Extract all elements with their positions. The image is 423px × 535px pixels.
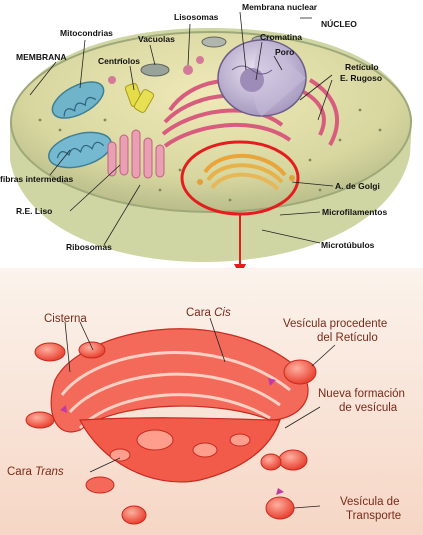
label-vacuolas: Vacuolas [138,34,175,44]
rough-er-shapes [161,78,340,148]
nucleus-shape [217,39,307,117]
label-cara-cis: Cara Cis [186,307,231,319]
label-microfilamentos: Microfilamentos [322,207,387,217]
golgi-vesicles [25,341,317,525]
label-vesicula-transporte-line1: Vesícula de [340,496,399,508]
label-ribosomas: Ribosomas [66,242,112,252]
label-reticulo: Retículo [345,62,379,72]
golgi-leader-lines [64,317,336,509]
ribosome-dots [38,58,382,202]
cell-leader-lines [29,11,334,246]
label-nueva-formacion-line2: de vesícula [339,402,398,414]
label-vesicula-reticulo-line1: Vesícula procedente [283,318,387,330]
label-vesicula-reticulo-line2: del Retículo [317,332,378,344]
label-cromatina: Cromatina [260,32,302,42]
lysosome-shapes [108,56,204,84]
label-poro: Poro [275,47,294,57]
label-cisterna: Cisterna [44,313,87,325]
cell-golgi-shape [197,153,295,191]
label-nueva-formacion-line1: Nueva formación [318,388,405,400]
label-e-rugoso: E. Rugoso [340,73,382,83]
label-golgi: A. de Golgi [335,181,380,191]
label-nucleo: NÚCLEO [321,18,357,29]
mitochondria-shapes [48,81,112,169]
label-fibras-intermedias: fibras intermedias [0,174,73,184]
vesicle-arrows [60,378,284,495]
golgi-stack [50,328,309,494]
label-membrana: MEMBRANA [16,52,67,62]
label-membrana-nuclear: Membrana nuclear [242,2,318,12]
label-mitocondrias: Mitocondrias [60,28,113,38]
label-cara-trans: Cara Trans [7,466,64,478]
label-lisosomas: Lisosomas [174,12,219,22]
label-re-liso: R.E. Liso [16,206,52,216]
label-vesicula-transporte-line2: Transporte [346,510,401,522]
centriole-shapes [124,82,155,113]
label-centriolos: Centríolos [98,56,140,66]
smooth-er-shapes [107,129,165,179]
label-microtubulos: Microtúbulos [321,240,375,250]
